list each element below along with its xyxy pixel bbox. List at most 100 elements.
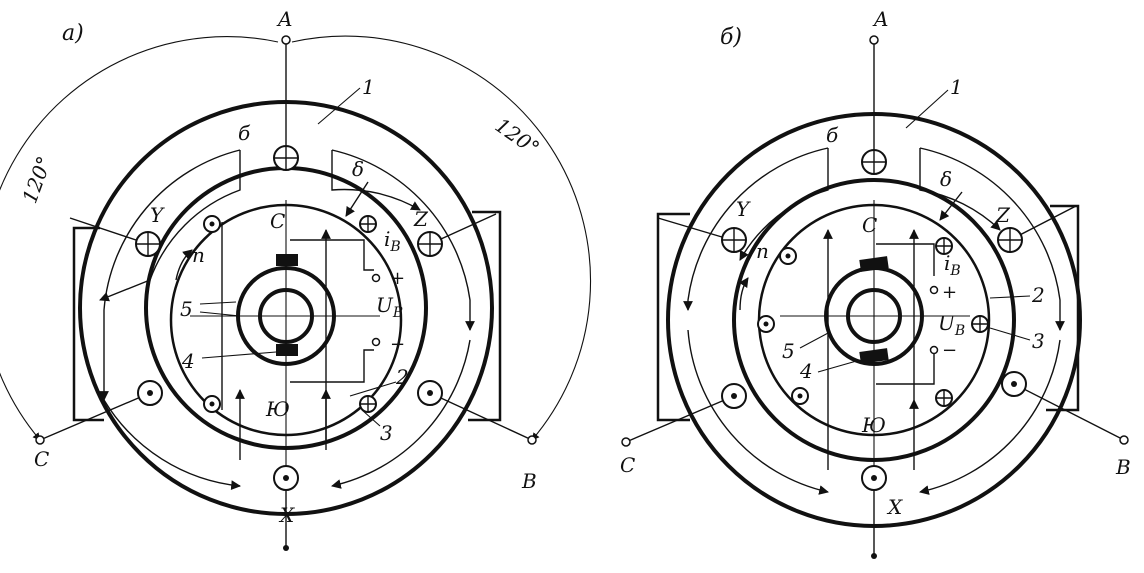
lead-B <box>429 392 533 441</box>
terminal-A <box>281 35 291 45</box>
label-Y: Y <box>150 203 165 227</box>
callout-4: 4 <box>181 349 195 373</box>
coil-Z-b <box>997 227 1023 253</box>
field-term-plus-b <box>929 285 939 295</box>
panel-a: а) 120° 120° A C B <box>0 7 592 551</box>
flux-loop-left-b2 <box>739 148 829 261</box>
coil-b-top <box>273 145 299 171</box>
brush-bottom-b <box>859 348 889 364</box>
callout-5-line-b <box>799 331 831 349</box>
callout-3-line <box>361 409 381 427</box>
terminal-C-b-label: C <box>620 453 635 477</box>
stator-outer <box>78 100 494 516</box>
rotor-coil-1 <box>203 215 221 233</box>
label-Y-b: Y <box>736 197 751 221</box>
label-voltage: UВ <box>376 293 403 321</box>
angle-label-left: 120° <box>17 153 56 206</box>
callout-5-line-b <box>199 311 241 317</box>
callout-5-line-a <box>199 301 237 305</box>
rotor-coil-4 <box>359 395 377 413</box>
rotor-coil-6-b <box>935 389 953 407</box>
callout-4-b: 4 <box>799 359 813 383</box>
rotor-coil-3 <box>359 215 377 233</box>
label-pole-north: С <box>270 209 285 233</box>
label-minus-b: − <box>942 340 957 361</box>
coil-Y <box>135 231 161 257</box>
speed-arrow <box>175 249 193 281</box>
field-lead-bottom-b <box>876 354 935 385</box>
terminal-B-b-label: B <box>1115 455 1131 479</box>
label-Z-b: Z <box>995 203 1011 227</box>
panel-b-label: б) <box>720 25 742 50</box>
callout-5: 5 <box>180 297 193 321</box>
label-X-b: X <box>886 495 903 519</box>
label-pole-north-b: С <box>862 213 877 237</box>
flux-loop-bottom-right-b <box>919 339 1061 495</box>
field-term-plus <box>371 273 381 283</box>
label-plus: + <box>390 268 405 289</box>
coil-B-end <box>417 380 443 406</box>
field-lead-bottom <box>290 349 374 383</box>
panel-b: б) A C B <box>620 7 1131 559</box>
field-lead-top <box>290 239 374 271</box>
callout-3-b: 3 <box>1032 329 1045 353</box>
callout-2-line-b <box>989 295 1031 299</box>
flux-loop-right-b2 <box>919 148 1001 231</box>
rotor-coil-2 <box>203 395 221 413</box>
stator-outer-b <box>666 112 1082 528</box>
terminal-A-b <box>869 35 879 45</box>
gap-arrow-b <box>939 191 963 221</box>
coil-C-end-b <box>721 383 747 409</box>
panel-a-label: а) <box>62 21 84 46</box>
speed-arrow-b <box>739 277 749 311</box>
callout-2-line <box>349 381 397 397</box>
coil-X-b <box>861 465 887 491</box>
lead-Y-b <box>657 217 733 241</box>
terminal-X-b-end <box>871 553 877 559</box>
rotor-coil-2-b <box>757 315 775 333</box>
label-b: б <box>238 121 251 145</box>
callout-5-b: 5 <box>782 339 795 363</box>
brush-top <box>276 254 298 266</box>
flux-loop-right-b <box>919 147 1065 331</box>
terminal-B-b <box>1119 435 1129 445</box>
angle-label-right: 120° <box>491 113 544 160</box>
callout-1: 1 <box>362 75 375 99</box>
label-gap-b: δ <box>940 167 952 191</box>
flux-loop-right <box>331 150 421 211</box>
lead-C <box>39 392 151 441</box>
field-lead-top-b <box>876 243 935 276</box>
label-current-b: iВ <box>944 251 961 279</box>
angle-arc-left <box>0 36 279 441</box>
terminal-C <box>35 435 45 445</box>
callout-2: 2 <box>395 365 409 389</box>
callout-4-line-b <box>817 359 861 373</box>
callout-1-line-b <box>905 89 949 129</box>
field-term-minus <box>371 337 381 347</box>
callout-1-line <box>317 87 361 125</box>
terminal-X-end <box>283 545 289 551</box>
rotor-coil-5-b <box>971 315 989 333</box>
terminal-C-label: C <box>34 447 49 471</box>
label-b-b: б <box>826 123 839 147</box>
gap-arrow <box>345 181 369 217</box>
label-X: X <box>278 503 295 527</box>
brush-top-b <box>859 256 889 272</box>
terminal-C-b <box>621 437 631 447</box>
winding-band-left <box>72 226 104 422</box>
field-term-minus-b <box>929 345 939 355</box>
rotor-coil-3-b <box>791 387 809 405</box>
coil-Z <box>417 231 443 257</box>
label-pole-south: Ю <box>265 397 290 421</box>
terminal-B-label: B <box>521 469 537 493</box>
flux-loop-bottom-left-b <box>687 329 829 495</box>
flux-loop-left-b <box>683 147 829 311</box>
flux-loop-left-2 <box>99 149 241 401</box>
label-plus-b: + <box>942 282 957 303</box>
coil-B-end-b <box>1001 371 1027 397</box>
terminal-A-b-label: A <box>872 7 888 31</box>
label-pole-south-b: Ю <box>861 413 886 437</box>
coil-Y-b <box>721 227 747 253</box>
terminal-A-label: A <box>276 7 292 31</box>
